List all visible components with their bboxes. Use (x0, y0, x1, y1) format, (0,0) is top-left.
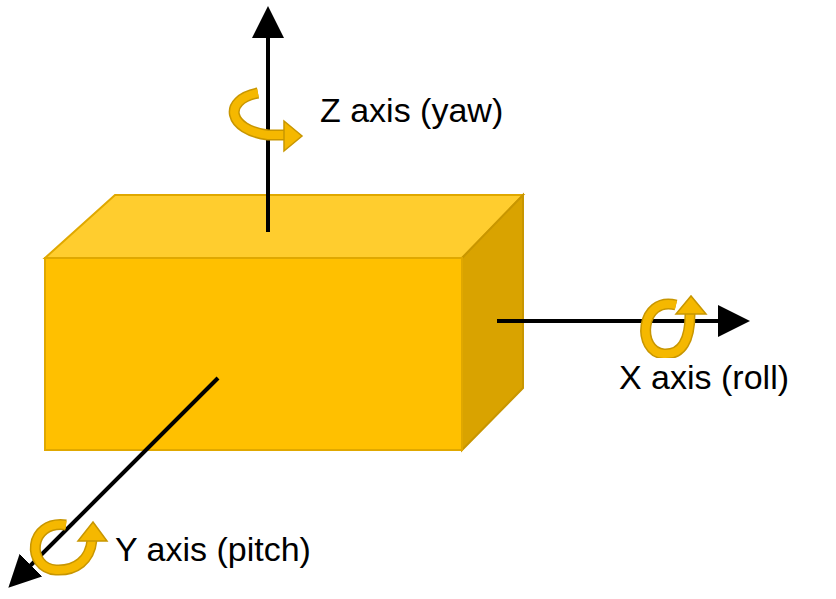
yaw-rotation-arrow (234, 93, 302, 151)
roll-rotation-arrow (646, 296, 706, 354)
z-axis (266, 14, 270, 232)
x-axis (497, 319, 742, 323)
box-front (45, 258, 462, 450)
pitch-rotation-arrow (35, 522, 107, 570)
z-axis-label: Z axis (yaw) (318, 91, 505, 130)
y-axis-label: Y axis (pitch) (113, 530, 313, 569)
x-axis-label: X axis (roll) (617, 358, 791, 397)
box-top (45, 195, 523, 258)
